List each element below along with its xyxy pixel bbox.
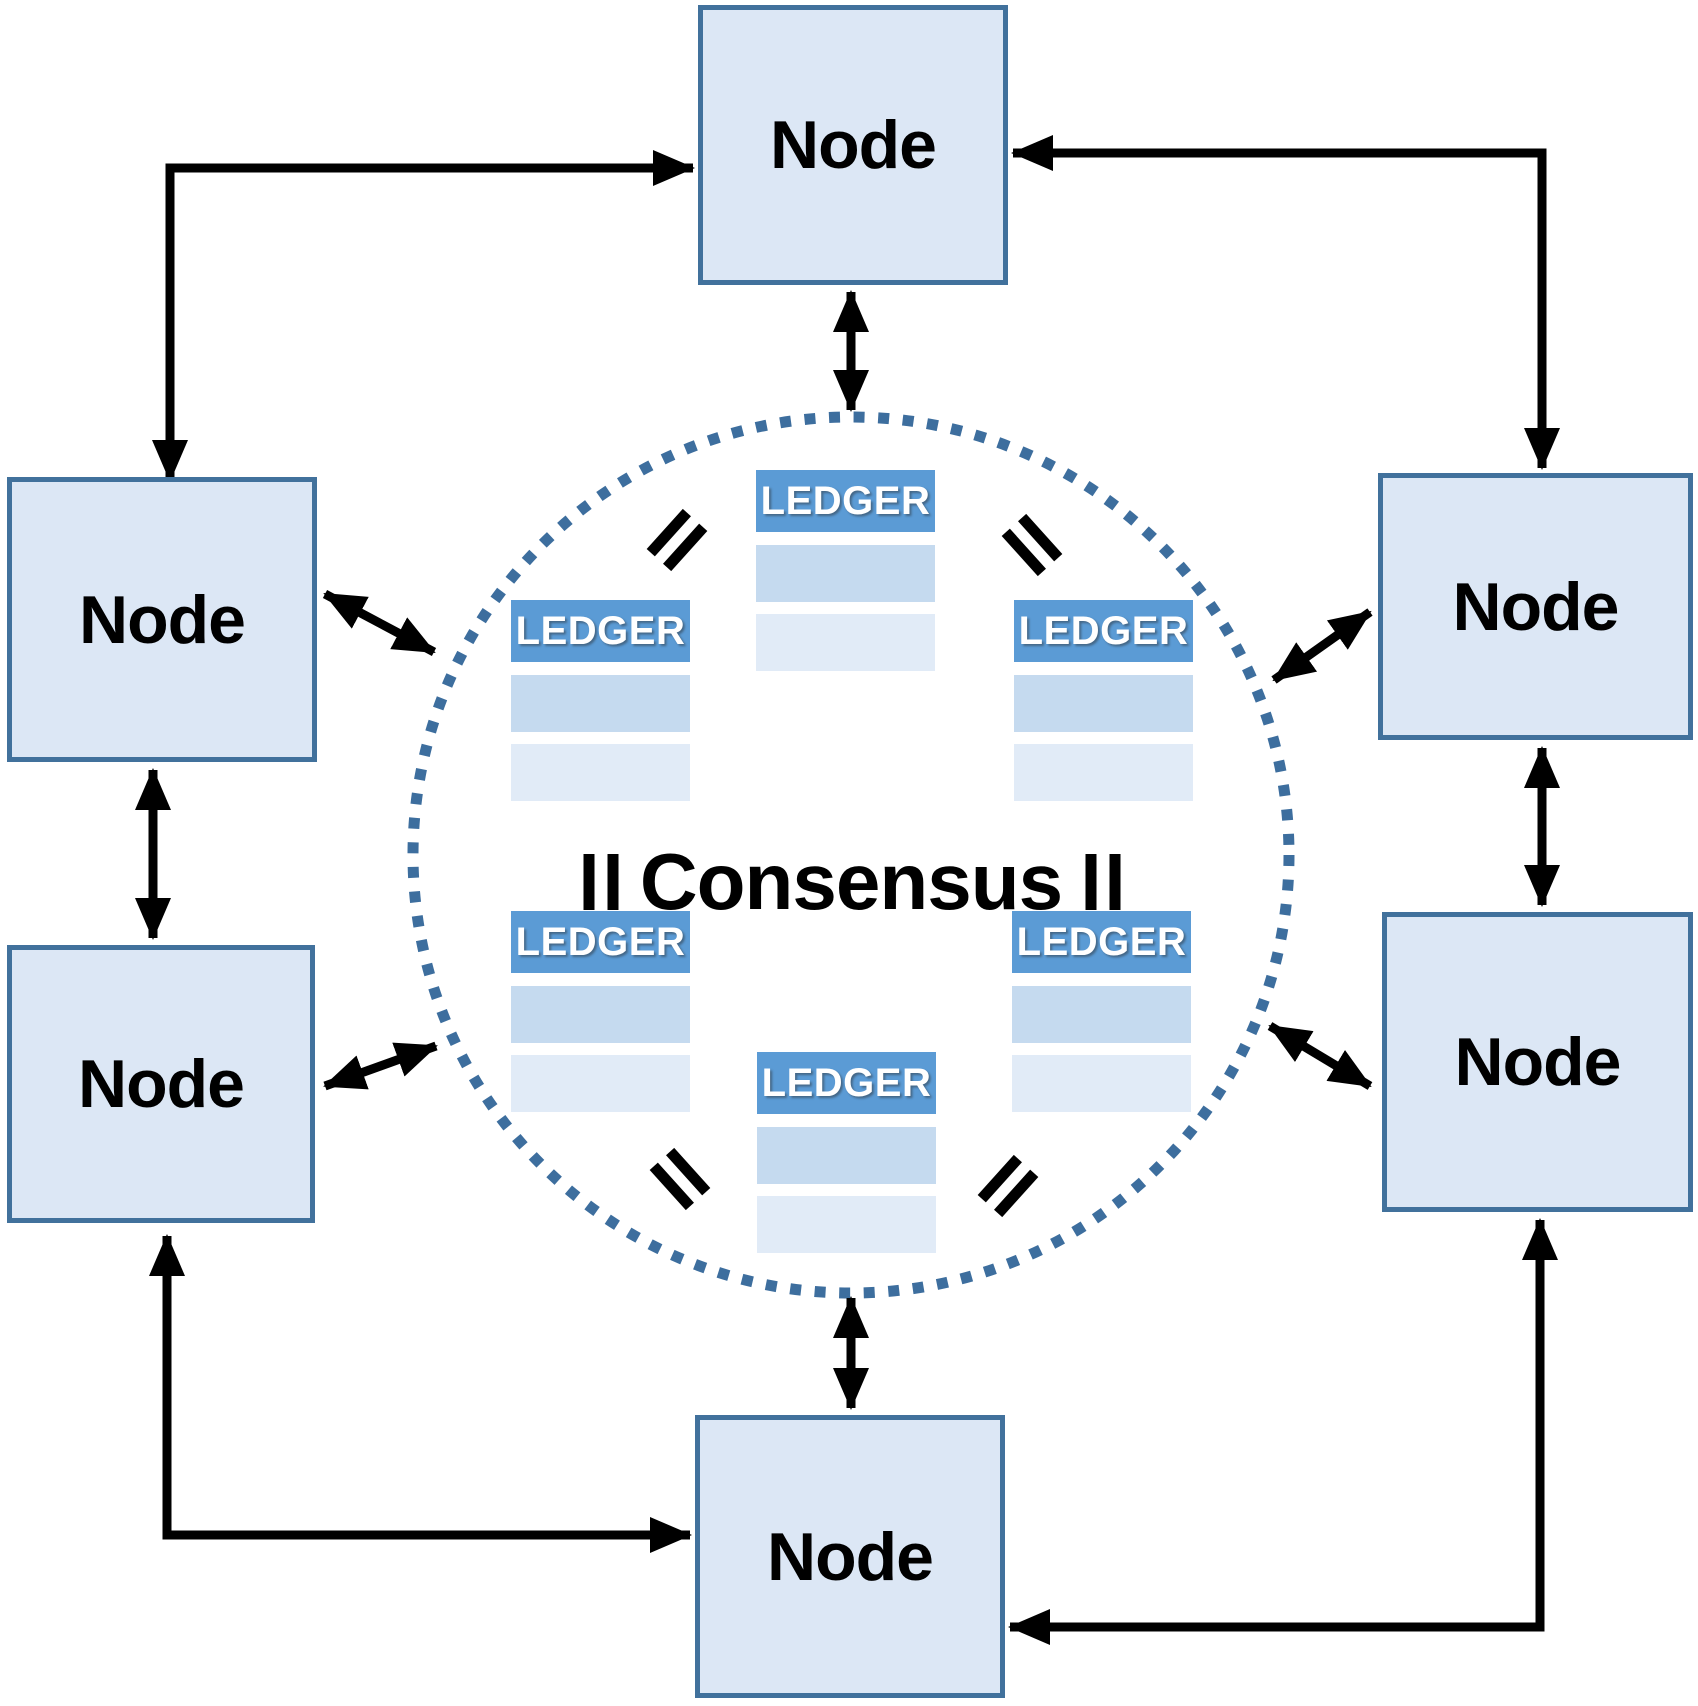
ledger-row [757,1196,936,1253]
equals-icon [977,1154,1039,1218]
ledger-row [757,1127,936,1184]
ledger-row [1012,1055,1191,1112]
ledger-row [1014,744,1193,801]
node-label: Node [767,1518,934,1595]
ledger-row [756,614,935,671]
equals-icon [583,854,619,910]
node-label: Node [770,107,937,183]
ledger-header: LEDGER [756,470,935,532]
arrow-left-upper-to-top [152,150,695,482]
equals-icon [1085,854,1121,910]
node-box-left-lower: Node [7,945,315,1223]
ledger-row [511,744,690,801]
node-box-right-upper: Node [1378,473,1693,740]
ledger-header: LEDGER [1012,911,1191,973]
arrow-left-upper-to-circle [322,590,437,656]
arrow-right-upper-to-top [1011,135,1560,470]
ledger-row [1014,675,1193,732]
node-label: Node [1452,568,1620,645]
arrow-left-lower-to-bottom [149,1234,692,1553]
consensus-label: Consensus [639,837,1063,926]
node-box-top: Node [698,5,1008,285]
equals-icon [649,1147,711,1211]
ledger-header: LEDGER [511,600,690,662]
arrow-right-upper-to-circle [1271,608,1373,684]
ledger-header: LEDGER [511,911,690,973]
ledger-row [756,545,935,602]
equals-icon [646,508,708,572]
ledger-header: LEDGER [1014,600,1193,662]
node-box-bottom: Node [695,1415,1005,1698]
arrow-left-lower-to-circle [323,1041,438,1091]
ledger-row [511,1055,690,1112]
node-label: Node [1454,1024,1622,1100]
ledger-header: LEDGER [757,1052,936,1114]
equals-icon [1001,513,1063,577]
node-box-left-upper: Node [7,477,317,762]
arrow-right-lower-to-circle [1267,1022,1373,1090]
arrow-right-lower-to-bottom [1008,1218,1558,1645]
ledger-row [511,986,690,1043]
node-box-right-lower: Node [1382,912,1693,1212]
node-label: Node [78,1046,245,1122]
consensus-circle [407,411,1295,1299]
ledger-row [511,675,690,732]
node-label: Node [79,581,246,658]
ledger-row [1012,986,1191,1043]
